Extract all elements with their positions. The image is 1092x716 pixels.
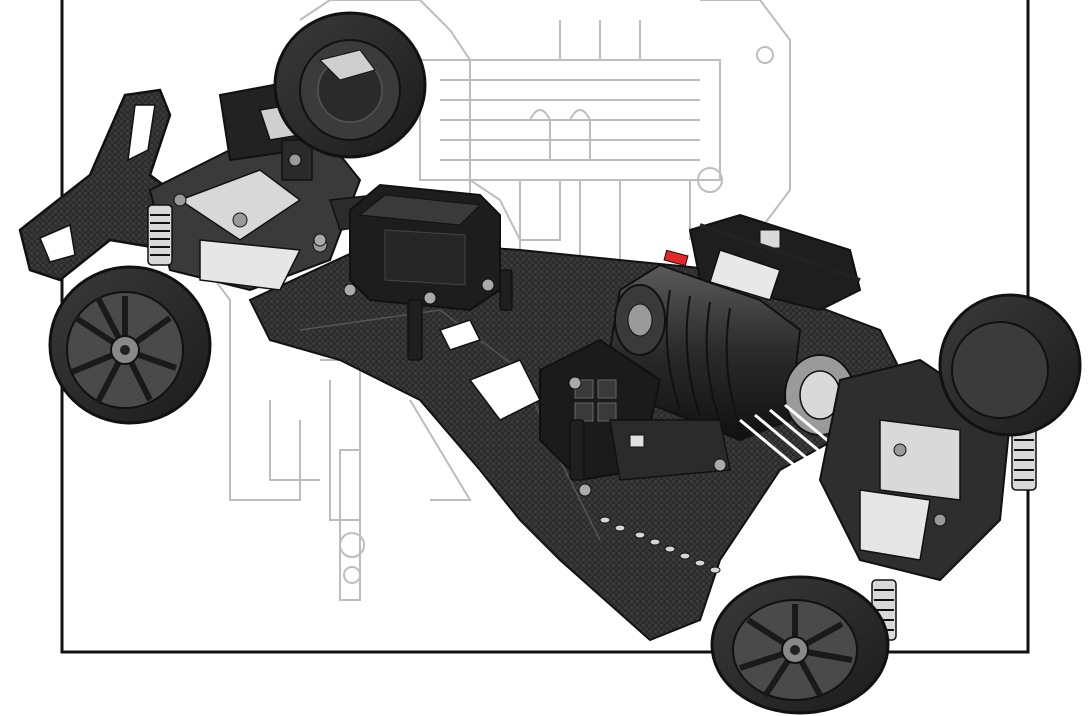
motor [608,263,802,442]
rear-right-wheel [938,293,1082,437]
front-left-shock [147,204,173,266]
connector-sockets [574,379,617,422]
steering-servo [349,183,501,312]
rear-left-wheel [710,575,890,715]
chassis-standoffs [407,269,585,481]
chassis-holes [599,516,721,574]
rear-right-shock [1011,419,1037,491]
motor-can-rings [665,289,741,429]
front-left-wheel [48,265,212,425]
front-right-wheel [273,11,427,159]
screw-heads [313,233,727,497]
esc-receiver-box [663,213,862,312]
red-wire-plug [663,249,689,267]
